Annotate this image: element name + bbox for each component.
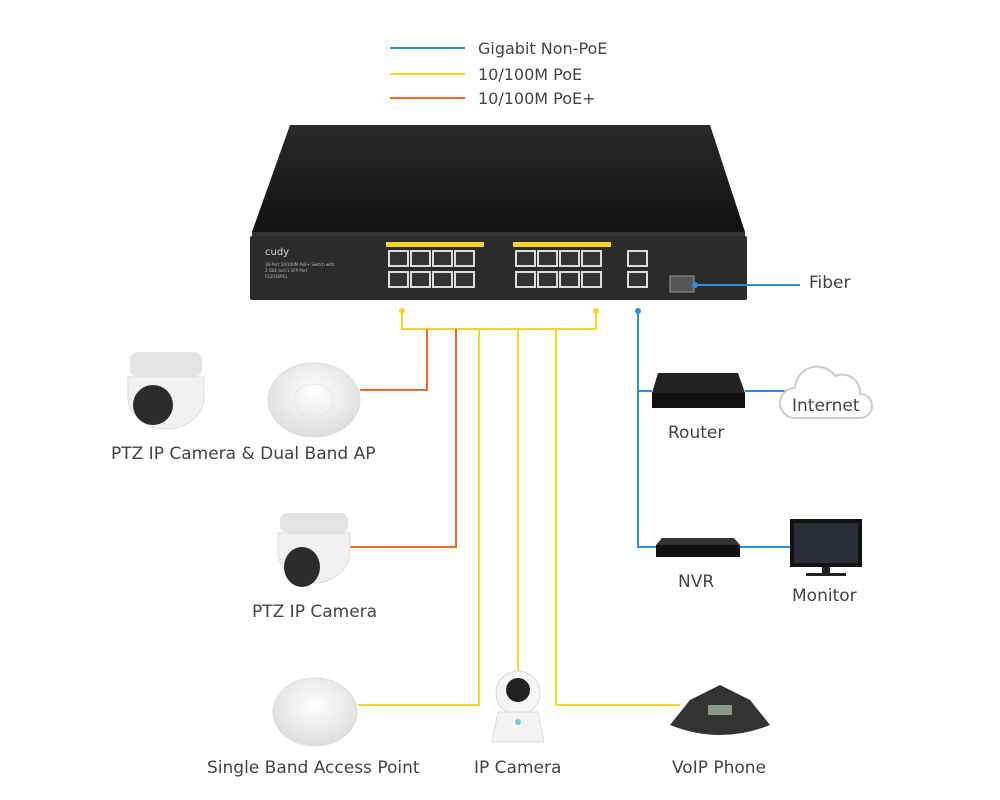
rj45-port (581, 271, 602, 288)
rj45-port (515, 250, 536, 267)
rj45-port (581, 250, 602, 267)
label-ptz-ap: PTZ IP Camera & Dual Band AP (111, 444, 375, 464)
label-router: Router (668, 423, 724, 443)
rj45-port (454, 271, 475, 288)
legend: Gigabit Non-PoE 10/100M PoE 10/100M PoE+ (390, 39, 607, 108)
ptz-camera-2 (277, 513, 351, 587)
rj45-port (627, 271, 648, 288)
rj45-port (432, 250, 453, 267)
label-voip: VoIP Phone (672, 758, 766, 778)
label-single-ap: Single Band Access Point (207, 758, 420, 778)
switch-logo: cudy (265, 247, 289, 258)
rj45-port (537, 271, 558, 288)
rj45-port (515, 271, 536, 288)
ptz-camera-1 (127, 352, 205, 430)
rj45-port (388, 250, 409, 267)
rj45-port (559, 271, 580, 288)
poe-label-strip (513, 242, 611, 247)
single-band-ap (272, 677, 358, 747)
switch-device: cudy 16-Port 10/100M PoE+ Switch with 2 … (250, 125, 747, 300)
label-nvr: NVR (678, 572, 714, 592)
switch-description-2: 2 GbE and 1 SFP Port (265, 268, 308, 273)
connections (345, 282, 800, 706)
switch-description-1: 16-Port 10/100M PoE+ Switch with (265, 262, 335, 267)
sfp-port (669, 275, 695, 293)
rj45-port (537, 250, 558, 267)
ip-camera-device (491, 670, 545, 743)
rj45-port (627, 250, 648, 267)
switch-model: FS1018PS1 (265, 274, 288, 279)
monitor-device (790, 519, 862, 576)
label-ip-camera: IP Camera (474, 758, 561, 778)
legend-poe: 10/100M PoE (478, 65, 582, 84)
rj45-port (432, 271, 453, 288)
voip-phone-device (670, 685, 770, 735)
rj45-port (388, 271, 409, 288)
router-device (652, 373, 745, 408)
nvr-device (656, 538, 740, 557)
rj45-port (410, 271, 431, 288)
cloud-icon (779, 365, 873, 419)
poe-label-strip (386, 242, 484, 247)
rj45-port (454, 250, 475, 267)
rj45-port (410, 250, 431, 267)
legend-poe-plus: 10/100M PoE+ (478, 89, 596, 108)
legend-gigabit: Gigabit Non-PoE (478, 39, 607, 58)
label-ptz: PTZ IP Camera (252, 602, 377, 622)
label-fiber: Fiber (809, 273, 851, 293)
dual-band-ap (267, 362, 361, 438)
label-internet: Internet (792, 396, 860, 416)
rj45-port (559, 250, 580, 267)
label-monitor: Monitor (792, 586, 857, 606)
